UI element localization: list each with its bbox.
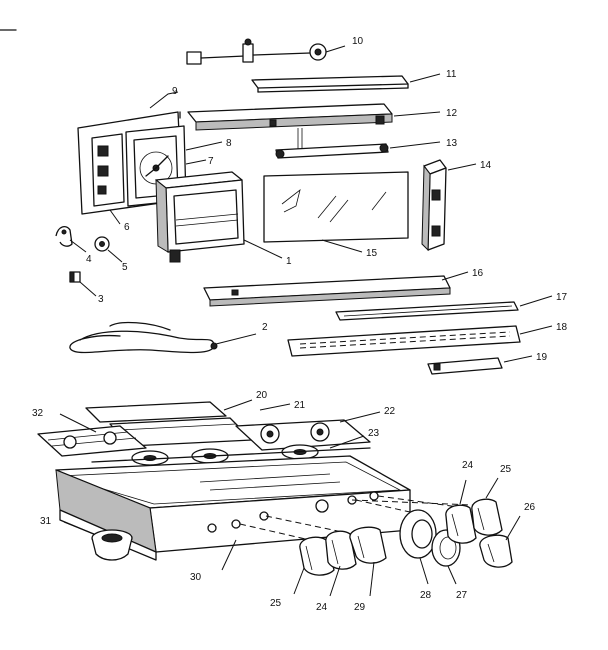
callout-6: 6 bbox=[124, 222, 130, 233]
callout-26: 26 bbox=[524, 502, 536, 513]
callout-12: 12 bbox=[446, 108, 458, 119]
callout-17: 17 bbox=[556, 292, 568, 303]
part-10-wire-harness bbox=[186, 38, 346, 65]
callout-10: 10 bbox=[352, 36, 364, 47]
callout-1: 1 bbox=[286, 256, 292, 267]
callout-30: 30 bbox=[190, 572, 202, 583]
callout-23: 23 bbox=[368, 428, 380, 439]
part-23-burners bbox=[91, 435, 371, 466]
part-24-knob-left bbox=[325, 530, 357, 597]
callout-24-right: 24 bbox=[462, 460, 474, 471]
part-13-tube bbox=[275, 141, 441, 159]
callout-4: 4 bbox=[86, 254, 92, 265]
callout-31: 31 bbox=[40, 516, 52, 527]
part-11-top-rail bbox=[251, 73, 441, 93]
callout-2: 2 bbox=[262, 322, 268, 333]
part-24-knob-right bbox=[445, 479, 477, 544]
callout-25-right: 25 bbox=[500, 464, 512, 475]
part-19-small-rail bbox=[427, 355, 533, 375]
lead-6 bbox=[109, 209, 121, 225]
callout-27: 27 bbox=[456, 590, 468, 601]
callout-16: 16 bbox=[472, 268, 484, 279]
part-16-lower-rail bbox=[203, 271, 469, 307]
part-5-insert bbox=[94, 236, 123, 263]
callout-14: 14 bbox=[480, 160, 492, 171]
part-28-bezel-ring bbox=[399, 509, 437, 585]
part-14-side-bracket bbox=[421, 159, 477, 252]
part-25-knob-left bbox=[293, 536, 335, 595]
callout-13: 13 bbox=[446, 138, 458, 149]
part-22-right-grate bbox=[235, 411, 381, 451]
part-26-knob bbox=[479, 515, 521, 568]
callout-28: 28 bbox=[420, 590, 432, 601]
callout-29: 29 bbox=[354, 602, 366, 613]
part-18-vent-panel bbox=[287, 325, 553, 357]
callout-19: 19 bbox=[536, 352, 548, 363]
callout-9: 9 bbox=[172, 86, 178, 97]
part-12-upper-channel bbox=[187, 103, 441, 150]
callout-25-left: 25 bbox=[270, 598, 282, 609]
callout-22: 22 bbox=[384, 406, 396, 417]
part-1-door-frame bbox=[155, 171, 283, 263]
callout-11: 11 bbox=[446, 69, 457, 80]
part-30-cooktop-body bbox=[55, 455, 411, 571]
callout-32: 32 bbox=[32, 408, 44, 419]
part-4-clip bbox=[55, 225, 87, 253]
callout-3: 3 bbox=[98, 294, 104, 305]
part-31-bezel-cup bbox=[63, 521, 133, 561]
callout-18: 18 bbox=[556, 322, 568, 333]
part-15-glass-panel bbox=[263, 171, 409, 253]
callout-21: 21 bbox=[294, 400, 306, 411]
callout-5: 5 bbox=[122, 262, 128, 273]
part-17-trim-strip bbox=[335, 295, 553, 321]
callout-20: 20 bbox=[256, 390, 268, 401]
callout-24-left: 24 bbox=[316, 602, 328, 613]
part-2-wire-cable bbox=[69, 321, 257, 354]
callout-7: 7 bbox=[208, 156, 214, 167]
callout-8: 8 bbox=[226, 138, 232, 149]
part-29-knob bbox=[349, 526, 387, 597]
part-32-left-grate bbox=[37, 413, 147, 457]
part-20-flat-panel bbox=[85, 399, 253, 423]
callout-15: 15 bbox=[366, 248, 378, 259]
part-25-knob-right bbox=[471, 477, 503, 536]
part-3-block bbox=[69, 271, 97, 297]
